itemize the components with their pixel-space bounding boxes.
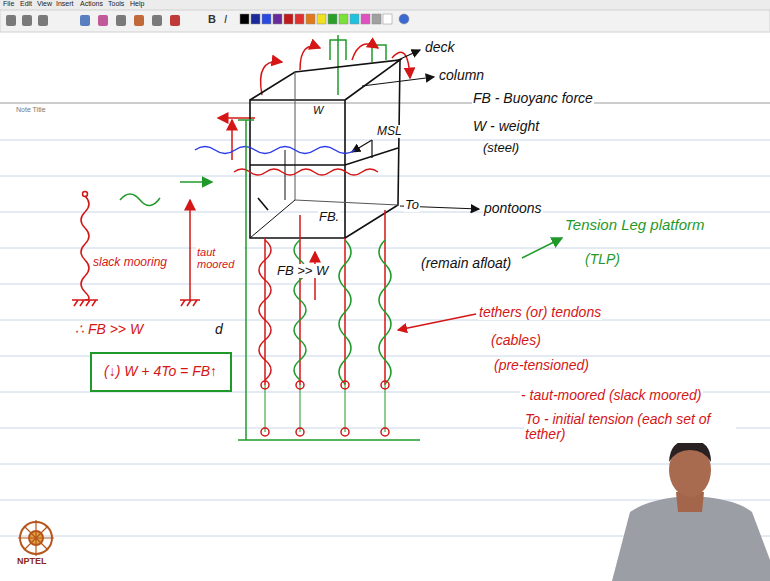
note-title: Note Title (16, 106, 46, 114)
tool-icons (6, 15, 180, 26)
equation-text: (↓) W + 4To = FB↑ (104, 364, 217, 379)
definition-note: (steel) (482, 141, 520, 155)
sea-surface (195, 147, 355, 154)
menu-item: Help (130, 0, 144, 8)
force-symbol: FB. (318, 210, 340, 224)
load-marks (180, 35, 386, 182)
depth-line (238, 120, 420, 440)
wave-load-arrows (218, 44, 410, 300)
menu-item: Insert (56, 0, 74, 8)
note: (remain afloat) (420, 256, 512, 271)
definition-note: FB - Buoyanc force (472, 91, 594, 106)
part-name: column (438, 68, 485, 83)
tool-bar (0, 10, 770, 32)
definition-note: W - weight (472, 119, 540, 134)
menu-item: Tools (108, 0, 124, 8)
part-name: tethers (or) tendons (478, 305, 602, 320)
menu-item: View (37, 0, 52, 8)
equation-box: (↓) W + 4To = FB↑ (90, 352, 232, 392)
mooring-name: slack mooring (92, 256, 168, 269)
mooring-name: taut moored (196, 246, 244, 270)
definition-note: To - initial tension (each set of tether… (524, 412, 736, 443)
anchors (261, 381, 389, 436)
tension-symbol: To (404, 198, 420, 212)
menu-item: Actions (80, 0, 103, 8)
part-name: pontoons (483, 201, 543, 216)
tether-pointer (398, 314, 476, 330)
dimension: d (214, 322, 224, 337)
note: (cables) (490, 333, 542, 348)
force-relation: FB >> W (276, 264, 329, 278)
tethers (259, 210, 391, 432)
force-relation: ∴ FB >> W (74, 322, 144, 337)
nptel-logo (18, 520, 54, 556)
logo-text: NPTEL (17, 557, 47, 567)
note: (pre-tensioned) (493, 358, 590, 373)
color-swatches (240, 14, 409, 24)
force-symbol: W (312, 104, 324, 116)
ruled-lines (0, 103, 770, 536)
italic-button: I (224, 13, 227, 25)
structure-name: Tension Leg platform (564, 217, 706, 234)
abbreviation: (TLP) (584, 252, 621, 267)
platform-hull (250, 60, 400, 238)
menu-item: Edit (20, 0, 32, 8)
bold-button: B (208, 13, 216, 25)
tlp-pointer (522, 238, 562, 258)
slack-mooring-sketch (72, 192, 98, 307)
level-name: MSL (376, 125, 403, 138)
note: - taut-moored (slack moored) (520, 388, 703, 403)
part-name: deck (424, 40, 456, 55)
presenter (612, 440, 770, 581)
wave-line (234, 169, 378, 175)
taut-mooring-sketch (120, 194, 200, 306)
menu-item: File (3, 0, 14, 8)
menu-bar (0, 0, 770, 10)
